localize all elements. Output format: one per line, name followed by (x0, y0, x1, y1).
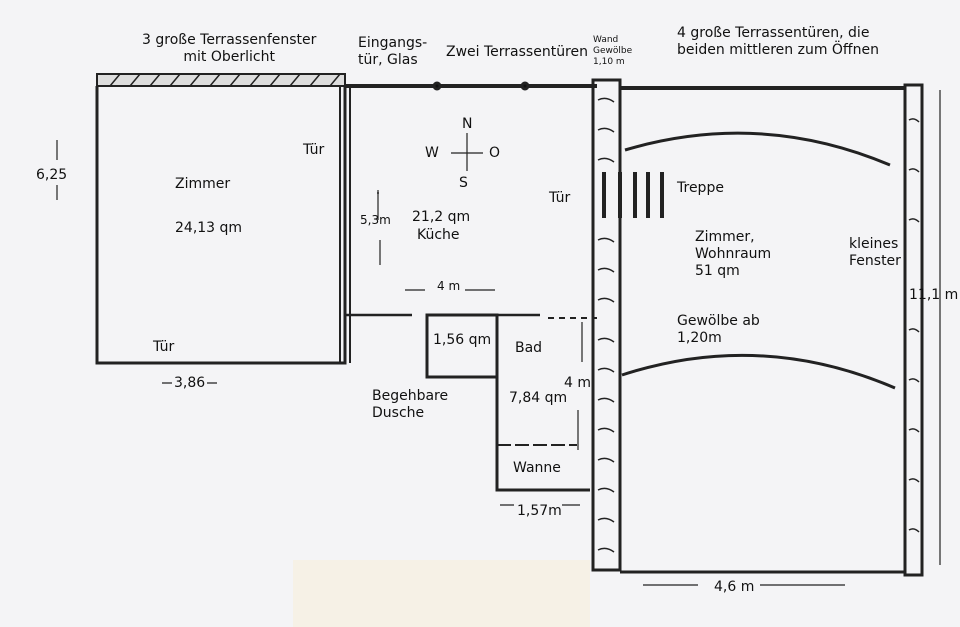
bath-area: 7,84 qm (509, 390, 568, 406)
shower-area: 1,56 qm (433, 332, 492, 348)
bath-height: 4 m (564, 375, 591, 391)
compass-s: S (459, 175, 468, 191)
tub-label: Wanne (513, 460, 561, 476)
door-kitchen: Tür (549, 190, 571, 206)
paper-patch (293, 560, 590, 627)
right-width: 4,6 m (714, 579, 755, 595)
wall-right (903, 83, 924, 577)
compass-n: N (462, 116, 473, 132)
bath-walls (495, 377, 590, 492)
bath-width: 1,57m (517, 503, 562, 519)
kitchen-area: 21,2 qm (412, 209, 471, 225)
compass-o: O (489, 145, 501, 161)
kitchen-name: Küche (417, 227, 460, 243)
height-left: 6,25 (36, 167, 68, 183)
door-label-bottom: Tür (153, 339, 175, 355)
room-left-walls (95, 86, 347, 365)
entrance-label: Eingangs-tür, Glas (358, 35, 428, 68)
kitchen-width: 4 m (437, 279, 461, 293)
vault-wall (591, 78, 622, 572)
hatch-top-left (109, 73, 341, 87)
vault-arc-top (624, 131, 891, 167)
two-doors-label: Zwei Terrassentüren (446, 44, 588, 60)
room-left-area: 24,13 qm (175, 220, 243, 236)
wall-kitchen-left-hatched (339, 86, 351, 363)
right-height: 11,1 m (909, 287, 959, 303)
vault-arc-bottom (621, 353, 896, 390)
door-label-top: Tür (303, 142, 325, 158)
room-left-name: Zimmer (175, 176, 231, 192)
width-left: 3,86 (174, 375, 206, 391)
bath-name: Bad (515, 340, 543, 356)
dimension-lines (56, 90, 941, 586)
compass-w: W (425, 145, 439, 161)
stairs (602, 172, 664, 218)
kitchen-height: 5,3m (360, 213, 391, 227)
stairs-label: Treppe (677, 180, 724, 196)
shower-box (425, 313, 499, 379)
